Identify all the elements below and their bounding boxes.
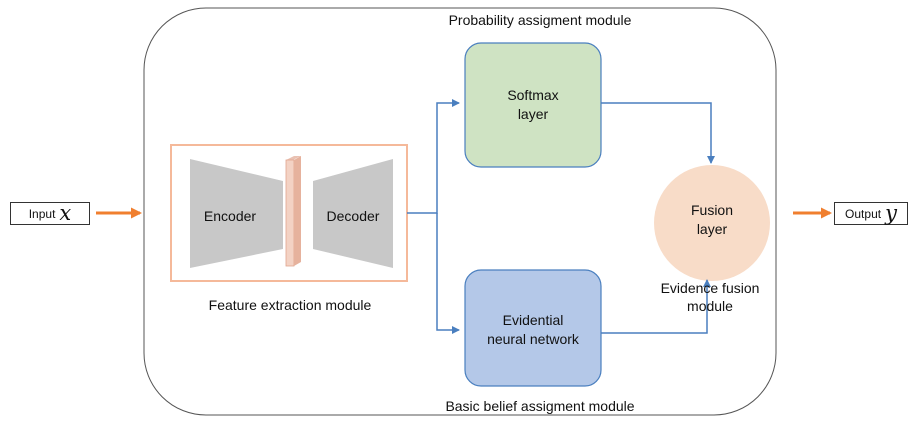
evidential-line1: Evidential [502,312,564,328]
bottleneck-bar [285,159,295,267]
outer-container [143,7,777,416]
arrow-to-evidential [436,213,460,334]
output-box: Output y [834,202,908,225]
feature-extraction-title: Feature extraction module [208,297,372,313]
bottleneck-side [294,156,301,266]
arrow-softmax-to-fusion [601,102,715,164]
evidence-fusion-title: Evidence fusion module [630,279,790,315]
arrow-to-softmax [407,99,460,214]
softmax-line1: Softmax [507,87,559,103]
bottleneck-top [286,156,301,160]
decoder-label: Decoder [326,207,380,224]
evidence-fusion-line2: module [687,298,733,314]
softmax-layer-box [464,42,602,168]
output-label: Output [845,206,882,221]
input-label: Input [28,206,56,221]
input-box: Input x [10,202,90,225]
probability-module-title: Probability assigment module [448,12,632,28]
encoder-label: Encoder [203,207,257,224]
input-variable: x [59,201,72,225]
softmax-line2: layer [517,106,549,122]
fusion-layer-circle [654,165,770,281]
fusion-label: Fusion layer [654,195,770,245]
evidence-fusion-line1: Evidence fusion [660,280,760,296]
arrow-evidential-to-fusion [601,279,711,334]
fusion-line2: layer [696,221,728,237]
evidential-network-box [464,269,602,387]
evidential-label: Evidential neural network [465,300,601,360]
output-variable: y [885,201,897,225]
fusion-line1: Fusion [690,202,734,218]
evidential-line2: neural network [487,331,579,347]
decoder-shape [313,159,393,268]
encoder-shape [190,159,283,268]
softmax-label: Softmax layer [465,43,601,167]
belief-module-title: Basic belief assigment module [445,398,635,414]
